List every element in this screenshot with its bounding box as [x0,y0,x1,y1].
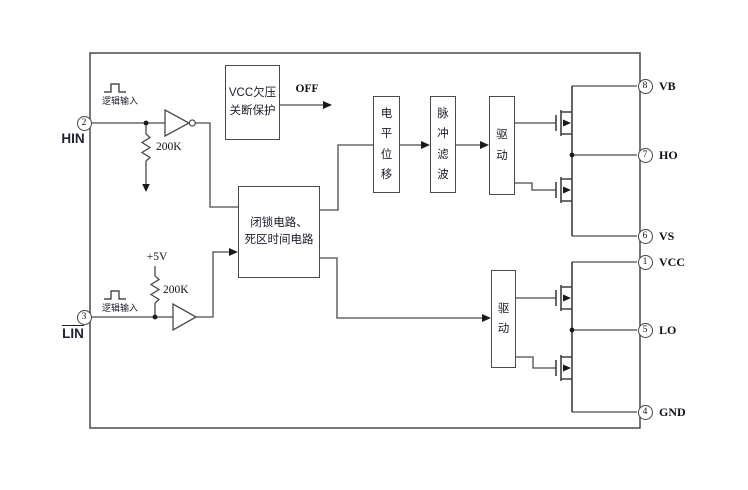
pin-8-circle: 8 [637,78,653,94]
body-arrow [563,294,571,302]
pin-5-number: 5 [642,325,648,335]
pin-1-circle: 1 [637,254,653,270]
drain-source-stubs [561,356,573,380]
wire-lin-to-latch [196,251,231,318]
chip-boundary [89,52,641,429]
block-latch-deadtime: 闭锁电路、 死区时间电路 [238,186,320,278]
pin-8-number: 8 [642,81,648,91]
off-signal-label: OFF [295,83,319,95]
drain-source-stubs [561,286,573,310]
wire-driverhigh-out-bottom [515,182,556,191]
block-pulse-filter: 脉冲滤波 [430,96,456,193]
pin-gnd-label: GND [659,405,686,419]
block-latch-line2: 死区时间电路 [244,234,314,246]
wires [92,85,637,413]
arrow-down-resistor-hin [142,184,150,192]
pin-lin-label-text: LIN [62,325,84,341]
junction-lo [569,327,575,333]
pin-3-number: 3 [81,312,87,322]
logic-input-label-hin: 逻辑输入 [101,96,138,106]
body-arrow [563,186,571,194]
pin-lo-label: LO [659,323,677,337]
junction-dots [143,120,575,333]
nmos-lowside-upper [555,262,573,330]
pin-6-circle: 6 [637,228,653,244]
junction-hin-resistor [143,120,149,126]
resistor-lin-zigzag [149,275,161,304]
block-uvlo-line2: 关断保护 [229,104,276,117]
drain-source-stubs [561,111,573,135]
pin-ho-label: HO [659,148,678,162]
pin-7-circle: 7 [637,147,653,163]
logic-input-label-lin: 逻辑输入 [101,303,138,313]
arrow-into-pulsefilter [421,141,430,149]
junction-lin-resistor [152,314,158,320]
pin-3-circle: 3 [76,309,92,325]
pin-vs-label: VS [659,229,675,243]
block-driver-high-label: 驱动 [496,129,508,162]
wire-hin-to-latch [195,122,238,208]
block-driver-low: 驱动 [491,270,516,368]
pulse-waveform-icon-hin [104,83,126,93]
nmos-highside-upper [555,86,573,155]
pulse-waveform-icon-lin [104,290,126,300]
arrowheads [142,101,491,322]
pin-lin-label: LIN [56,325,90,341]
arrow-into-driverlow [482,314,491,322]
pin-2-circle: 2 [76,115,92,131]
nmos-highside-lower [555,155,573,236]
pin-4-circle: 4 [637,404,653,420]
body-arrow [563,119,571,127]
nmos-lowside-lower [555,330,573,412]
pin-4-number: 4 [642,407,648,417]
arrow-into-driverhigh [480,141,489,149]
block-pulse-filter-label: 脉冲滤波 [437,108,449,181]
wire-driverlow-out-bottom [516,356,556,369]
pin-5-circle: 5 [637,322,653,338]
block-uvlo: VCC欠压 关断保护 [225,65,280,140]
wire-latch-to-levelshift [320,144,373,211]
body-arrow [563,364,571,372]
drain-source-stubs [561,178,573,202]
block-driver-low-label: 驱动 [497,302,510,335]
wire-latch-to-driverlow [320,257,484,319]
pin-vb-label: VB [659,79,676,93]
block-driver-high: 驱动 [489,96,515,195]
inverter-triangle [164,108,191,138]
inverter-hin [164,108,196,138]
block-level-shift: 电平位移 [373,96,400,193]
pin-1-number: 1 [642,257,648,267]
arrow-off [323,101,332,109]
pin-hin-label: HIN [61,131,85,146]
pin-2-number: 2 [81,118,87,128]
resistor-hin-zigzag [140,133,152,162]
supply-label: +5V [146,251,168,263]
pin-6-number: 6 [642,231,648,241]
resistor-value-hin: 200K [156,141,182,153]
block-latch-line1: 闭锁电路、 [250,216,308,229]
pin-vcc-label: VCC [659,255,685,269]
pin-7-number: 7 [642,150,648,160]
block-level-shift-label: 电平位移 [380,108,393,181]
inverter-bubble [188,119,196,127]
resistor-value-lin: 200K [163,284,189,296]
block-uvlo-line1: VCC欠压 [228,87,277,100]
buffer-lin [172,302,198,332]
arrow-into-latch [229,248,238,256]
junction-ho [569,152,575,158]
